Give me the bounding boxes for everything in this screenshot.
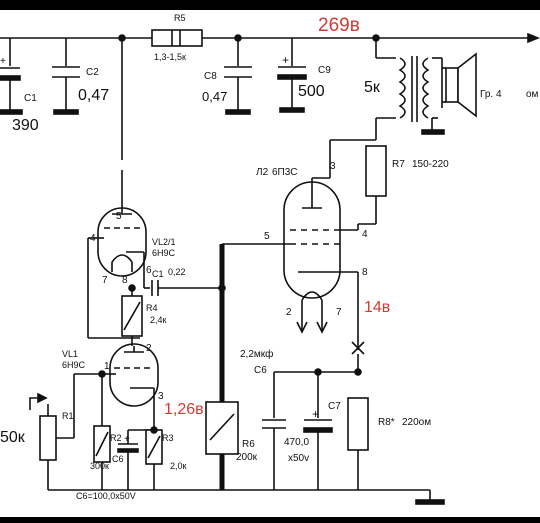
speaker-cone: [457, 52, 477, 118]
cathode-break-x2: [351, 341, 365, 355]
r5-ref: R5: [174, 13, 186, 23]
top-black-band: [0, 0, 540, 10]
vl1-type: 6Н9С: [62, 360, 86, 370]
c9-value: 500: [298, 83, 325, 100]
c7-value: 470,0: [284, 437, 310, 448]
l2-pin-5: 5: [264, 231, 270, 242]
c1-ref: C1: [24, 93, 37, 104]
l2-pin-2: 2: [286, 307, 292, 318]
r6-body: [205, 401, 239, 455]
vl2-pin-4: 4: [90, 233, 96, 244]
c8-value: 0,47: [202, 89, 228, 104]
r4-value: 2,4к: [150, 315, 167, 325]
vl2-heater: [111, 254, 133, 263]
c8-ground: [225, 109, 251, 115]
r8-value: 220ом: [402, 417, 432, 428]
r1-value: 50к: [0, 429, 25, 446]
c2-ground: [53, 109, 79, 115]
c9-plate-bottom: [277, 74, 307, 80]
l2-pin-3: 3: [330, 161, 336, 172]
l2-pin-4: 4: [362, 229, 368, 240]
l2-envelope: [283, 181, 341, 299]
rail-arrow: [527, 32, 540, 44]
r2-value: 300к: [90, 461, 109, 471]
vl2-type: 6Н9С: [152, 248, 176, 258]
svg-text:+: +: [124, 434, 130, 445]
vl2-pin-8: 8: [122, 275, 128, 286]
svg-text:+: +: [0, 56, 6, 67]
c6-ref: C6: [254, 365, 267, 376]
r7-ref: R7: [392, 159, 405, 170]
transformer-ground: [421, 129, 445, 135]
l2-ref: Л2: [256, 167, 269, 178]
r3-slash: [147, 435, 161, 459]
c8-ref: C8: [204, 71, 217, 82]
c1-ground: [0, 109, 23, 115]
c7-ref: C7: [328, 401, 341, 412]
l2-type: 6П3С: [272, 167, 298, 178]
vl2-pin-6: 6: [146, 265, 152, 276]
r2-ref: R2: [110, 433, 122, 443]
r4-slash: [123, 301, 141, 331]
c2-ref: C2: [86, 67, 99, 78]
c6b-plate-bottom: [117, 448, 139, 453]
r6-ref: R6: [242, 439, 255, 450]
c6b-ref: C6: [112, 454, 124, 464]
c7-plate-bottom: [303, 427, 333, 433]
vl2-envelope: [97, 207, 147, 277]
c9-ground: [279, 107, 305, 113]
r7-value: 150-220: [412, 159, 449, 170]
vl1-ref: VL1: [62, 349, 79, 359]
speaker-unit: ом: [526, 89, 539, 100]
l2-heater: [301, 291, 323, 301]
r5-body: [151, 29, 203, 47]
c6-value: 2,2мкф: [240, 349, 274, 360]
c9-ref: C9: [318, 65, 331, 76]
vl2-pin-7: 7: [102, 275, 108, 286]
grid-voltage: 1,26в: [164, 401, 204, 418]
r5-value: 1,3-1,5к: [154, 52, 186, 62]
c1-plate-bottom: [0, 75, 21, 81]
r2-slash: [95, 431, 109, 457]
vl1-pin-3: 3: [158, 391, 164, 402]
c1b-ref: C1: [152, 269, 164, 279]
l2-pin-8: 8: [362, 267, 368, 278]
r4-ref: R4: [146, 303, 158, 313]
r6-value: 200к: [236, 452, 258, 463]
vl1-envelope: [109, 343, 159, 407]
r6-slash: [209, 413, 235, 441]
ground-symbol: [415, 499, 445, 505]
cathode-voltage: 14в: [364, 299, 391, 316]
r7-body: [365, 145, 387, 197]
vl1-pin-1: 1: [104, 361, 110, 372]
anode-voltage: 269в: [318, 15, 360, 36]
transformer-primary: [398, 57, 406, 119]
r1-body: [39, 415, 57, 461]
speaker-label: Гр. 4: [480, 89, 502, 100]
svg-text:+: +: [312, 407, 319, 421]
transformer-secondary: [422, 57, 430, 119]
svg-text:+: +: [282, 53, 289, 67]
vl2-ref: VL2/1: [152, 237, 176, 247]
vl2-pin-5: 5: [116, 211, 122, 222]
r1-ref: R1: [62, 411, 74, 421]
c1b-value: 0,22: [168, 267, 186, 277]
r3-ref: R3: [162, 433, 174, 443]
r3-value: 2,0к: [170, 461, 187, 471]
c6-note: C6=100,0х50V: [76, 491, 136, 501]
speaker-body: [445, 67, 459, 103]
vl1-pin-2: 2: [146, 343, 152, 354]
r8-ref: R8*: [378, 417, 395, 428]
l2-pin-7: 7: [336, 307, 342, 318]
c7-voltage: x50v: [288, 453, 310, 464]
c2-value: 0,47: [78, 87, 110, 104]
transformer-value: 5к: [364, 79, 380, 96]
r8-body: [347, 397, 369, 451]
c1-value: 390: [12, 117, 39, 134]
bottom-black-band: [0, 517, 540, 523]
